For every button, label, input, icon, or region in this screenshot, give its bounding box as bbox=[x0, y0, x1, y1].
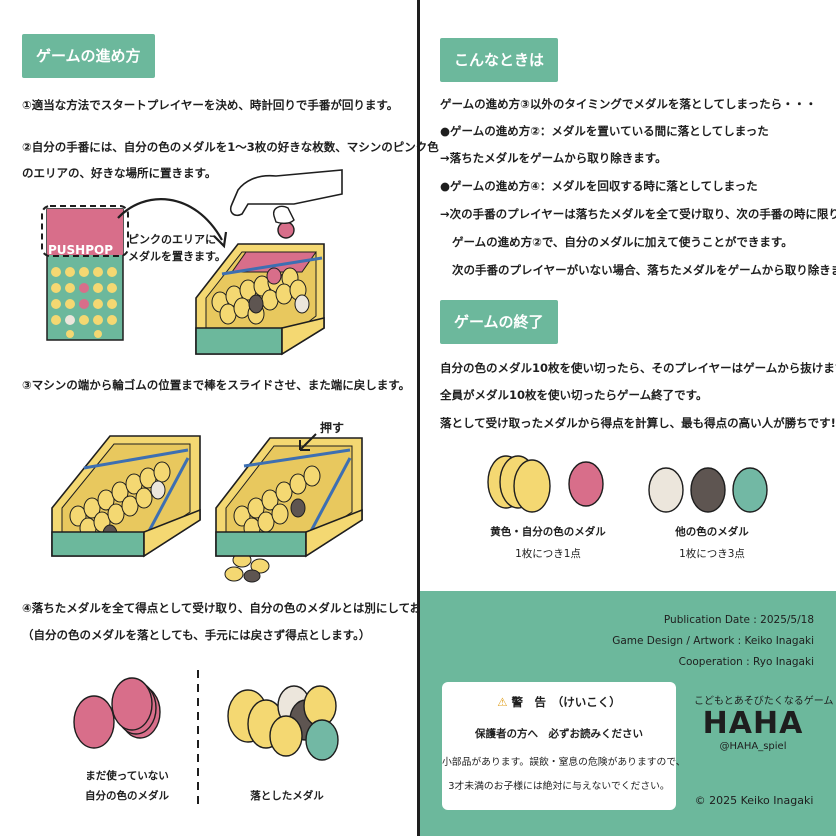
warning-title-row: ⚠ 警 告 （けいこく） bbox=[442, 694, 676, 710]
step-2-text-line1: ②自分の手番には、自分の色のメダルを1〜3枚の好きな枚数、マシンのピンク色 bbox=[22, 140, 439, 154]
warning-line1: 保護者の方へ 必ずお読みください bbox=[475, 728, 643, 740]
callout-line2: メダルを置きます。 bbox=[128, 250, 226, 263]
brand-tagline: こどもとあそびたくなるゲーム bbox=[694, 696, 834, 707]
score-other-line2: 1枚につき3点 bbox=[679, 548, 745, 560]
brand-block: こどもとあそびたくなるゲーム HAHA @HAHA_spiel bbox=[694, 692, 834, 772]
credit-design: Game Design / Artwork : Keiko Inagaki bbox=[612, 635, 814, 647]
curved-arrow bbox=[117, 198, 228, 249]
when-line-7: 次の手番のプレイヤーがいない場合、落ちたメダルをゲームから取り除きます。 bbox=[452, 263, 836, 277]
center-divider bbox=[417, 0, 420, 836]
when-line-6: ゲームの進め方②で、自分のメダルに加えて使うことができます。 bbox=[452, 235, 793, 249]
score-medals-own bbox=[487, 455, 604, 513]
when-line-5: →次の手番のプレイヤーは落ちたメダルを全て受け取り、次の手番の時に限り、 bbox=[440, 207, 836, 221]
warning-line2: 小部品があります。誤飲・窒息の危険がありますので、 bbox=[442, 757, 686, 768]
dropped-medals-illustration bbox=[227, 685, 339, 761]
step-4-text-line2: （自分の色のメダルを落としても、手元には戻さず得点とします。） bbox=[22, 628, 371, 642]
brand-logo: HAHA bbox=[702, 706, 804, 741]
score-medals-other bbox=[648, 467, 768, 513]
caption-unused-line1: まだ使っていない bbox=[85, 770, 169, 782]
when-line-1: ゲームの進め方③以外のタイミングでメダルを落としてしまったら・・・ bbox=[440, 97, 817, 111]
when-line-3: →落ちたメダルをゲームから取り除きます。 bbox=[440, 151, 667, 165]
heading-when: こんなときは bbox=[440, 38, 559, 82]
step-4-text-line1: ④落ちたメダルを全て得点として受け取り、自分の色のメダルとは別にしておきます。 bbox=[22, 601, 467, 615]
end-line-2: 全員がメダル10枚を使い切ったらゲーム終了です。 bbox=[440, 388, 708, 402]
step-3-text: ③マシンの端から輪ゴムの位置まで棒をスライドさせ、また端に戻します。 bbox=[22, 378, 411, 392]
push-label: 押す bbox=[320, 421, 345, 435]
score-own-line1: 黄色・自分の色のメダル bbox=[490, 526, 606, 538]
game-box-cover-illustration bbox=[41, 205, 129, 341]
caption-unused-line2: 自分の色のメダル bbox=[85, 790, 169, 802]
center-dashed-divider bbox=[197, 670, 199, 810]
callout-line1: ピンクのエリアに bbox=[128, 233, 216, 246]
brand-handle: @HAHA_spiel bbox=[719, 741, 787, 752]
warning-line3: 3才未満のお子様には絶対に与えないでください。 bbox=[448, 781, 670, 792]
copyright: © 2025 Keiko Inagaki bbox=[694, 794, 814, 807]
end-line-3: 落として受け取ったメダルから得点を計算し、最も得点の高い人が勝ちです! bbox=[440, 416, 836, 430]
heading-game-end: ゲームの終了 bbox=[440, 300, 558, 344]
machine-with-hand-illustration bbox=[195, 169, 343, 356]
caption-dropped: 落としたメダル bbox=[250, 790, 324, 802]
warning-icon: ⚠ bbox=[497, 695, 508, 709]
score-other-line1: 他の色のメダル bbox=[675, 526, 749, 538]
warning-box: ⚠ 警 告 （けいこく） 保護者の方へ 必ずお読みください 小部品があります。誤… bbox=[442, 682, 686, 810]
when-line-4: ●ゲームの進め方④：メダルを回収する時に落としてしまった bbox=[440, 179, 758, 193]
credit-publication: Publication Date : 2025/5/18 bbox=[663, 614, 814, 626]
box-cover-logo: PUSHPOP bbox=[48, 243, 114, 257]
credit-cooperation: Cooperation : Ryo Inagaki bbox=[678, 656, 814, 668]
unused-medals-illustration bbox=[73, 677, 161, 749]
heading-how-to-play: ゲームの進め方 bbox=[22, 34, 155, 78]
warning-title: 警 告 （けいこく） bbox=[511, 695, 621, 709]
step-1-text: ①適当な方法でスタートプレイヤーを決め、時計回りで手番が回ります。 bbox=[22, 98, 399, 112]
score-own-line2: 1枚につき1点 bbox=[515, 548, 581, 560]
machine-push-illustration bbox=[215, 433, 363, 583]
step-2-text-line2: のエリアの、好きな場所に置きます。 bbox=[22, 166, 217, 180]
when-line-2: ●ゲームの進め方②：メダルを置いている間に落としてしまった bbox=[440, 124, 769, 138]
end-line-1: 自分の色のメダル10枚を使い切ったら、そのプレイヤーはゲームから抜けます。 bbox=[440, 361, 836, 375]
machine-rubber-band-illustration bbox=[51, 435, 201, 558]
